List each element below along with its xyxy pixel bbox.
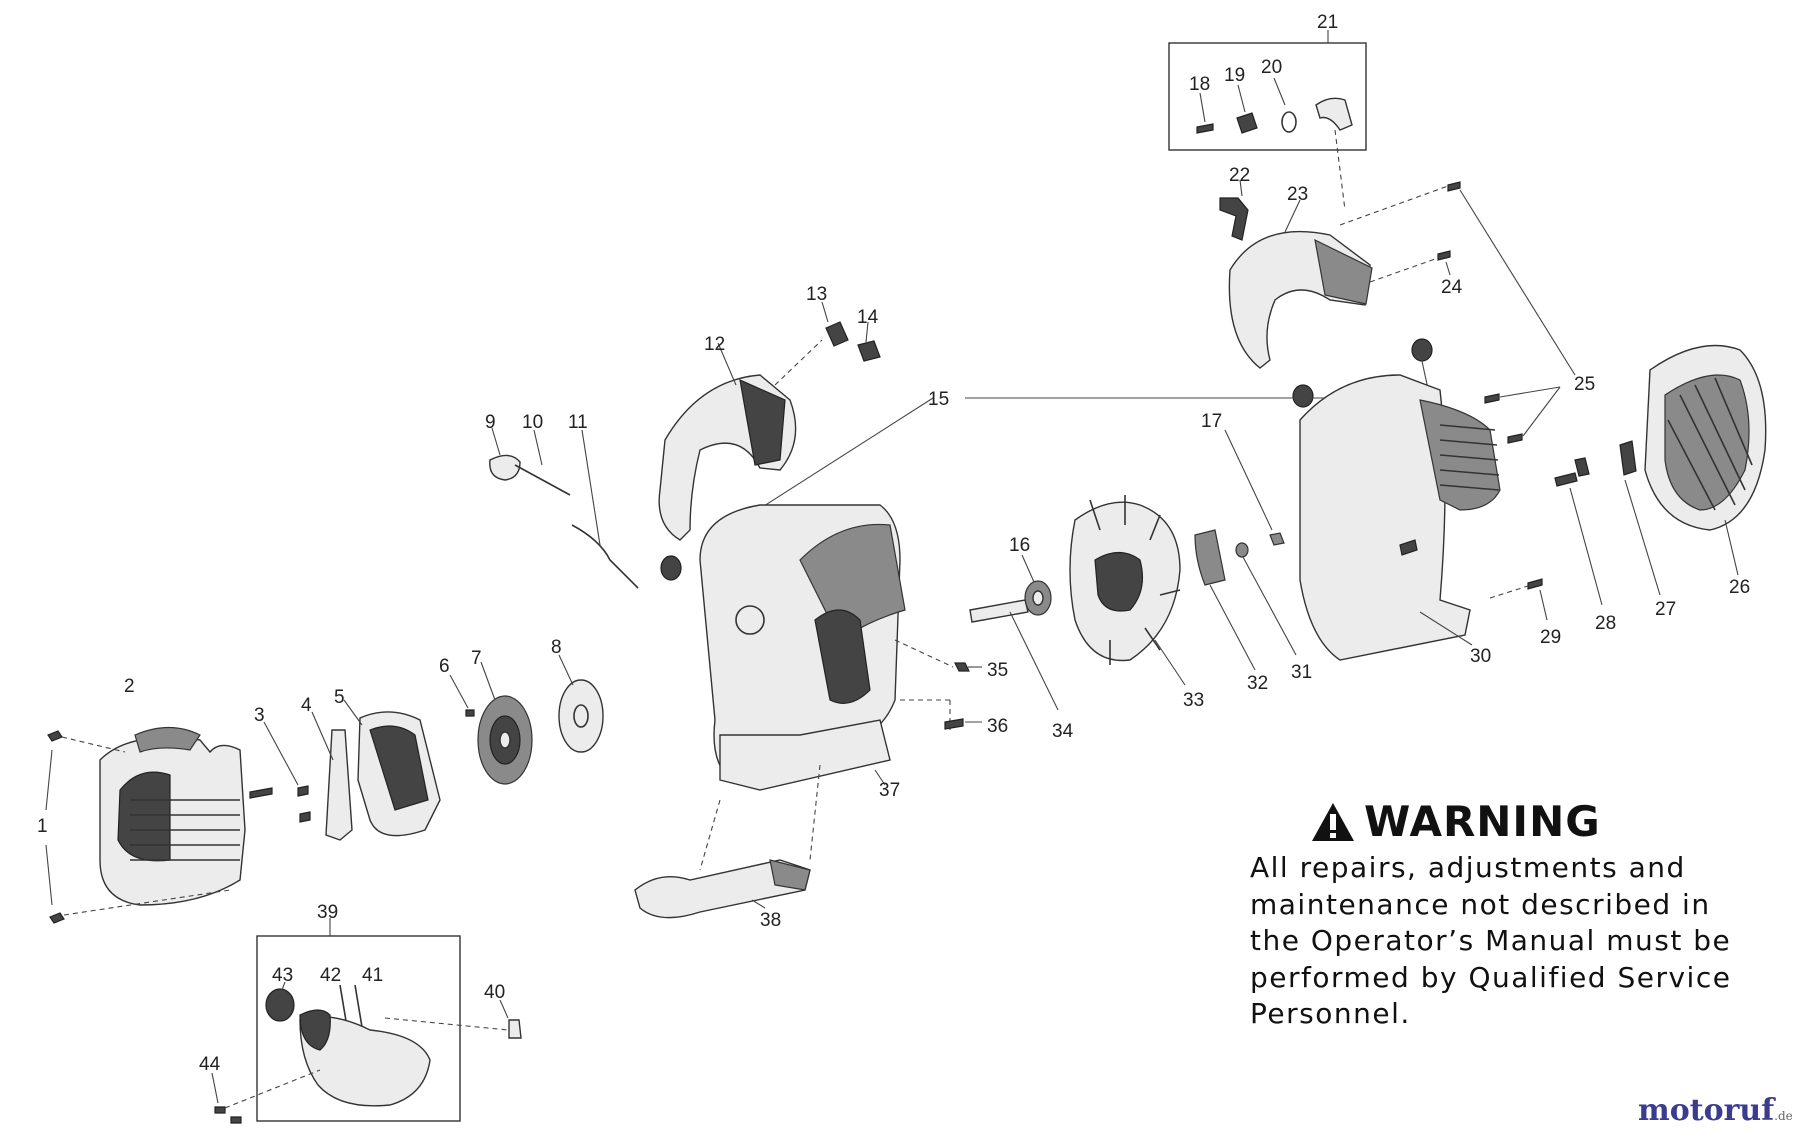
part-29-screw xyxy=(1489,578,1548,621)
brand-name: motoruf xyxy=(1638,1093,1775,1128)
part-40-plug xyxy=(384,999,522,1039)
callout-28: 28 xyxy=(1595,613,1616,634)
part-20-ring xyxy=(1273,77,1297,133)
callout-37: 37 xyxy=(879,780,900,801)
warning-title: WARNING xyxy=(1364,797,1601,846)
part-17-nut xyxy=(1224,429,1285,546)
callout-9: 9 xyxy=(485,412,496,433)
part-14-plug xyxy=(857,340,881,362)
part-32-liner xyxy=(1194,529,1256,671)
callout-12: 12 xyxy=(704,334,725,355)
part-27-clip xyxy=(1619,440,1661,596)
callout-4: 4 xyxy=(301,695,312,716)
callout-34: 34 xyxy=(1052,721,1074,742)
part-23-handle-bracket xyxy=(1228,199,1373,369)
watermark-brand: motoruf.de xyxy=(1638,1093,1793,1128)
part-31-washer xyxy=(1235,542,1297,656)
callout-27: 27 xyxy=(1655,599,1676,620)
warning-body: All repairs, adjustments and maintenance… xyxy=(1250,851,1732,1030)
part-24-screw xyxy=(1369,250,1451,283)
part-16-bearing xyxy=(1021,554,1052,616)
part-19-knob xyxy=(1236,84,1258,134)
part-36-screw xyxy=(944,718,964,730)
callout-41: 41 xyxy=(362,965,383,986)
callout-44: 44 xyxy=(199,1054,221,1075)
part-12-handle xyxy=(658,342,797,541)
callout-20: 20 xyxy=(1261,57,1282,78)
part-8-washer xyxy=(558,654,604,753)
part-34-shaft xyxy=(969,599,1059,711)
part-37-main-housing xyxy=(699,504,951,791)
callout-10: 10 xyxy=(522,412,543,433)
part-44-screws xyxy=(211,1069,321,1124)
warning-notice: WARNING All repairs, adjustments and mai… xyxy=(1250,797,1770,1033)
warning-header: WARNING xyxy=(1310,797,1770,846)
part-2-engine-cover xyxy=(99,726,246,906)
callout-11: 11 xyxy=(568,412,588,433)
callout-5: 5 xyxy=(334,687,345,708)
callout-36: 36 xyxy=(987,716,1008,737)
callout-7: 7 xyxy=(471,648,482,669)
part-4-gasket xyxy=(325,729,353,841)
callout-8: 8 xyxy=(551,637,562,658)
callout-17: 17 xyxy=(1201,411,1222,432)
part-13-plug xyxy=(825,321,849,347)
kit-box-39 xyxy=(256,935,461,1122)
callout-42: 42 xyxy=(320,965,341,986)
callout-21: 21 xyxy=(1317,12,1338,33)
brand-suffix: .de xyxy=(1774,1109,1793,1123)
part-9-fuel-filter xyxy=(489,427,521,481)
part-1-screws xyxy=(45,730,231,924)
callout-39: 39 xyxy=(317,902,338,923)
callout-35: 35 xyxy=(987,660,1008,681)
callout-31: 31 xyxy=(1291,662,1312,683)
part-22-throttle xyxy=(1219,179,1249,241)
callout-2: 2 xyxy=(124,676,135,697)
part-11-fuel-line xyxy=(571,429,639,589)
part-30-blower-housing xyxy=(1299,374,1501,661)
callout-24: 24 xyxy=(1441,277,1463,298)
callout-33: 33 xyxy=(1183,690,1204,711)
part-35-nut xyxy=(954,662,970,672)
part-3-screws xyxy=(249,721,311,823)
callout-23: 23 xyxy=(1287,184,1308,205)
part-6-screw xyxy=(465,709,475,717)
callout-38: 38 xyxy=(760,910,781,931)
callout-22: 22 xyxy=(1229,165,1250,186)
callout-18: 18 xyxy=(1189,74,1210,95)
callout-26: 26 xyxy=(1729,577,1750,598)
part-28-bolt xyxy=(1554,457,1603,606)
callout-16: 16 xyxy=(1009,535,1030,556)
part-26-grill xyxy=(1644,344,1767,576)
callout-14: 14 xyxy=(857,307,879,328)
part-33-impeller xyxy=(1069,495,1186,686)
callout-15: 15 xyxy=(928,389,949,410)
callout-25: 25 xyxy=(1574,374,1595,395)
part-25-screws xyxy=(1339,181,1576,444)
callout-32: 32 xyxy=(1247,673,1268,694)
part-38-handle-grip xyxy=(634,764,821,919)
callout-30: 30 xyxy=(1470,646,1491,667)
callout-3: 3 xyxy=(254,705,265,726)
callout-19: 19 xyxy=(1224,65,1245,86)
part-5-recoil-housing xyxy=(343,699,441,837)
callout-43: 43 xyxy=(272,965,293,986)
part-21-lever xyxy=(1315,30,1353,211)
part-7-pulley xyxy=(477,661,533,785)
part-39-air-box xyxy=(299,918,431,1107)
callout-6: 6 xyxy=(439,656,450,677)
kit-box-21 xyxy=(1168,42,1367,151)
callout-29: 29 xyxy=(1540,627,1561,648)
warning-triangle-icon xyxy=(1312,802,1354,841)
part-10-fuel-line xyxy=(514,429,571,496)
part-43-filter xyxy=(265,981,295,1022)
part-18-screw xyxy=(1196,92,1214,134)
callout-40: 40 xyxy=(484,982,505,1003)
callout-13: 13 xyxy=(806,284,827,305)
callout-1: 1 xyxy=(37,816,48,837)
